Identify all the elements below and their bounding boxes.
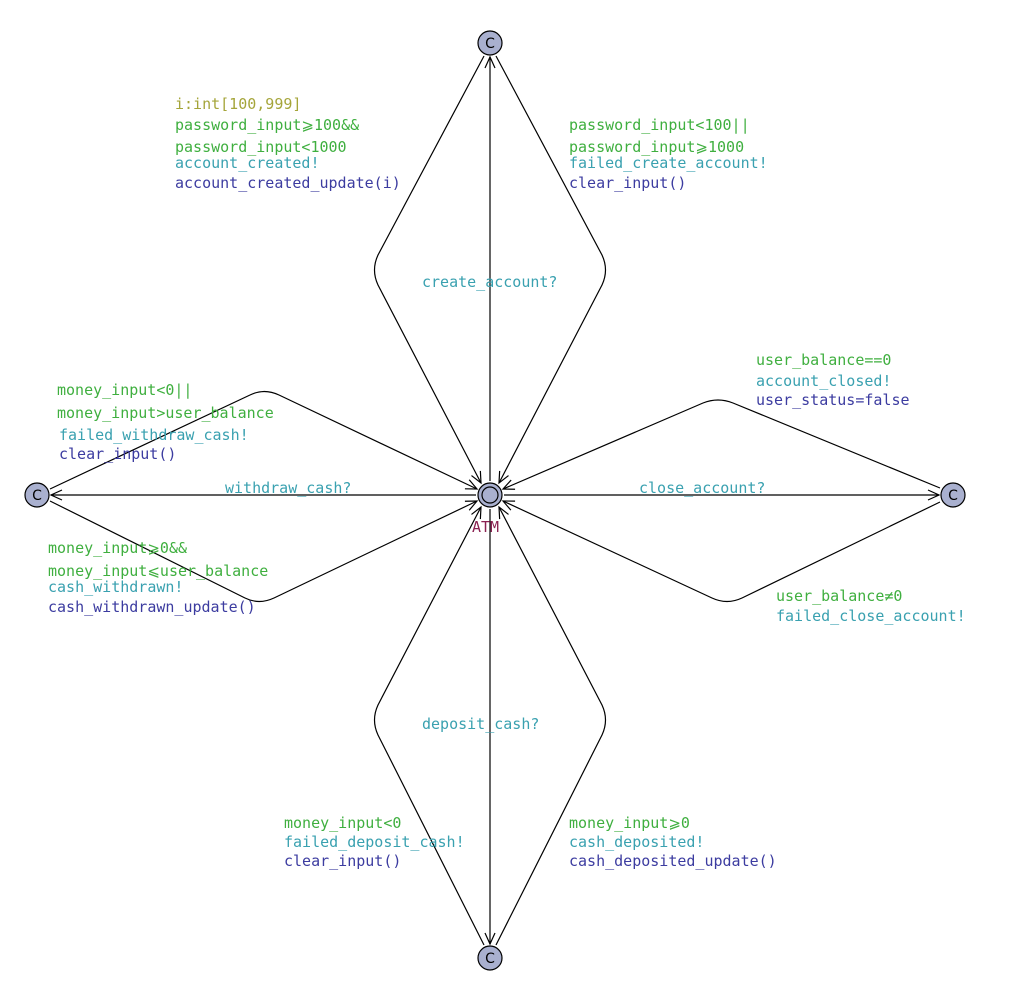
deposit-failure-guard: money_input<0	[284, 814, 401, 832]
withdraw-cash-sync: withdraw_cash?	[225, 479, 351, 497]
close-account-success-guard: user_balance==0	[756, 351, 891, 369]
svg-text:C: C	[32, 488, 42, 504]
deposit-success-guard: money_input⩾0	[569, 814, 690, 832]
close-account-failure-guard: user_balance≠0	[776, 587, 902, 605]
edge-cash-deposited[interactable]	[495, 505, 607, 946]
withdraw-success-guard-2: money_input⩽user_balance	[48, 562, 268, 580]
edge-failed-create-account[interactable]	[495, 55, 607, 485]
withdraw-success-update: cash_withdrawn_update()	[48, 598, 256, 616]
svg-text:C: C	[485, 36, 495, 52]
withdraw-success-guard-1: money_input⩾0&&	[48, 539, 187, 557]
deposit-failure-update: clear_input()	[284, 852, 401, 870]
edge-failed-withdraw-cash[interactable]	[49, 390, 479, 490]
withdraw-success-sync: cash_withdrawn!	[48, 578, 183, 596]
create-account-failure-guard-1: password_input<100||	[569, 116, 750, 134]
deposit-failure-sync: failed_deposit_cash!	[284, 833, 465, 851]
edge-failed-deposit-cash[interactable]	[373, 505, 485, 946]
close-account-success-update: user_status=false	[756, 391, 910, 409]
committed-location-right[interactable]: C	[940, 482, 966, 508]
svg-text:C: C	[948, 488, 958, 504]
create-account-success-guard-1: password_input⩾100&&	[175, 116, 359, 134]
withdraw-failure-guard-1: money_input<0||	[57, 381, 192, 399]
edge-account-closed[interactable]	[501, 399, 941, 490]
close-account-success-sync: account_closed!	[756, 372, 891, 390]
committed-location-bottom[interactable]: C	[477, 945, 503, 971]
close-account-failure-sync: failed_close_account!	[776, 607, 966, 625]
atm-location[interactable]	[477, 482, 503, 508]
withdraw-failure-guard-2: money_input>user_balance	[57, 404, 274, 422]
deposit-success-update: cash_deposited_update()	[569, 852, 777, 870]
create-account-success-update: account_created_update(i)	[175, 174, 401, 192]
create-account-select: i:int[100,999]	[175, 95, 301, 113]
deposit-success-sync: cash_deposited!	[569, 833, 704, 851]
create-account-failure-update: clear_input()	[569, 174, 686, 192]
withdraw-failure-sync: failed_withdraw_cash!	[59, 426, 249, 444]
edge-cash-withdrawn[interactable]	[49, 500, 479, 603]
edge-account-created[interactable]	[373, 55, 485, 485]
atm-location-name: ATM	[472, 518, 499, 536]
create-account-success-sync: account_created!	[175, 154, 320, 172]
create-account-sync: create_account?	[422, 273, 557, 291]
close-account-sync: close_account?	[639, 479, 765, 497]
committed-location-left[interactable]: C	[24, 482, 50, 508]
committed-location-top[interactable]: C	[477, 30, 503, 56]
svg-text:C: C	[485, 951, 495, 967]
deposit-cash-sync: deposit_cash?	[422, 715, 539, 733]
edge-failed-close-account[interactable]	[501, 500, 941, 603]
create-account-failure-guard-2: password_input⩾1000	[569, 138, 744, 156]
create-account-failure-sync: failed_create_account!	[569, 154, 768, 172]
create-account-success-guard-2: password_input<1000	[175, 138, 347, 156]
withdraw-failure-update: clear_input()	[59, 445, 176, 463]
